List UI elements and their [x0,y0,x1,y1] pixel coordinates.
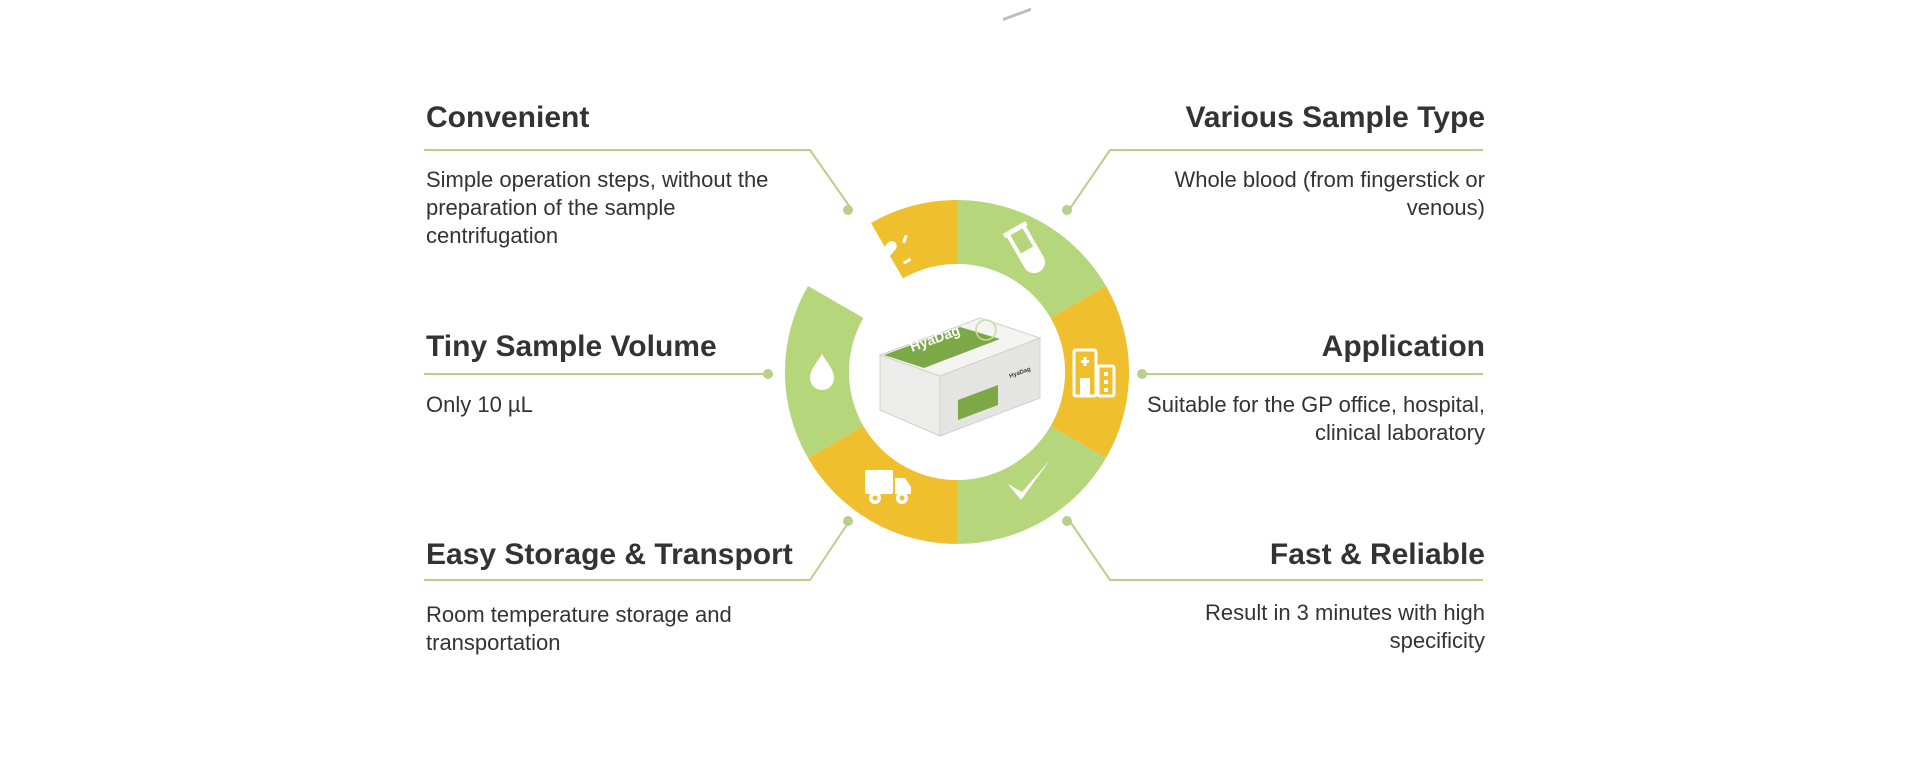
feature-tiny-sample-volume: Tiny Sample Volume Only 10 µL [426,329,846,417]
finger-touch-icon [867,234,912,275]
connector-fast [1068,519,1483,581]
checkmark-icon [1008,460,1050,500]
connector-storage [424,519,851,581]
feature-title: Various Sample Type [1185,101,1485,134]
feature-various-sample-type: Various Sample Type Whole blood (from fi… [1065,100,1485,220]
truck-icon [865,470,911,504]
test-tube-icon [1003,221,1045,274]
connector-lines [424,149,1483,581]
ring-segment-convenient [871,199,957,279]
feature-fast-reliable: Fast & Reliable Result in 3 minutes with… [1065,537,1485,653]
drop-icon [810,354,834,390]
feature-convenient: Convenient Simple operation steps, witho… [426,100,846,248]
feature-title: Fast & Reliable [1269,538,1485,571]
product-box: HyaDag HyaDag [878,7,1042,437]
connector-dots [763,205,1147,526]
feature-description: Suitable for the GP office, hospital, cl… [1147,392,1485,445]
feature-title: Easy Storage & Transport [426,538,793,571]
feature-application: Application Suitable for the GP office, … [1065,329,1485,445]
feature-description: Simple operation steps, without the prep… [426,167,769,248]
hospital-icon [1072,348,1116,398]
feature-description: Whole blood (from fingerstick or venous) [1174,167,1485,220]
feature-description: Room temperature storage and transportat… [426,602,732,655]
feature-easy-storage-transport: Easy Storage & Transport Room temperatur… [426,537,846,655]
feature-title: Tiny Sample Volume [426,330,717,363]
ring-segment-application [1050,286,1130,458]
feature-title: Application [1321,330,1485,363]
connector-convenient [424,149,853,211]
feature-description: Result in 3 minutes with high specificit… [1204,600,1485,653]
feature-title: Convenient [426,101,590,134]
connector-various [1068,149,1483,211]
feature-description: Only 10 µL [426,392,533,417]
